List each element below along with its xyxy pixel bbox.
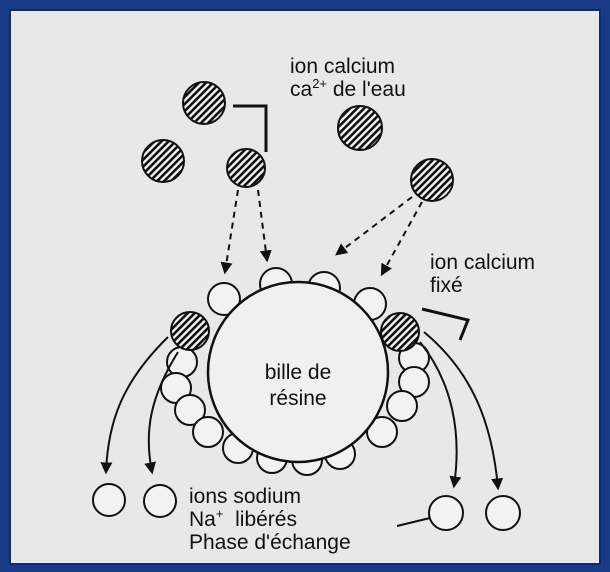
label-ion-calcium-fixe: ion calcium fixé bbox=[430, 251, 535, 297]
label-ion-calcium-fixe-line1: ion calcium bbox=[430, 251, 535, 274]
label-ion-calcium-eau: ion calcium ca2+ de l'eau bbox=[290, 55, 406, 101]
label-ion-calcium-fixe-line2: fixé bbox=[430, 274, 535, 297]
dashed-arrow bbox=[382, 202, 422, 274]
label-phase-echange: Phase d'échange bbox=[189, 531, 351, 554]
release-arrow bbox=[424, 332, 498, 488]
released-sodium-ion bbox=[93, 484, 125, 516]
sodium-ion bbox=[387, 391, 417, 421]
label-ion-calcium-eau-line1: ion calcium bbox=[290, 55, 406, 78]
label-ions-sodium: ions sodium Na+ libérés Phase d'échange bbox=[189, 485, 351, 554]
released-sodium-ion bbox=[486, 496, 520, 530]
label-ion-calcium-eau-line2: ca2+ de l'eau bbox=[290, 78, 406, 101]
dashed-arrows bbox=[225, 190, 422, 274]
label-bille-line2: résine bbox=[250, 386, 346, 412]
dashed-arrow bbox=[225, 190, 238, 272]
release-arrow bbox=[106, 337, 168, 472]
water-calcium-ion bbox=[142, 140, 184, 182]
dashed-arrow bbox=[337, 197, 412, 254]
water-calcium-ion bbox=[227, 149, 265, 187]
diagram-frame: ion calcium ca2+ de l'eau ion calcium fi… bbox=[9, 9, 601, 565]
label-bille-line1: bille de bbox=[250, 360, 346, 386]
water-calcium-ion bbox=[183, 82, 225, 124]
leader-line-phase bbox=[397, 518, 430, 526]
fixed-calcium-ion bbox=[381, 313, 419, 351]
sodium-ion bbox=[193, 417, 223, 447]
label-rest: libérés bbox=[223, 508, 297, 531]
label-ions-sodium-line2: Na+ libérés bbox=[189, 508, 351, 531]
dashed-arrow bbox=[258, 190, 267, 260]
fixed-calcium-ion bbox=[171, 312, 209, 350]
label-rest: de l'eau bbox=[327, 78, 406, 101]
ion-charge: 2+ bbox=[312, 76, 327, 91]
ion-symbol: Na bbox=[189, 508, 216, 531]
label-bille-de-resine: bille de résine bbox=[250, 360, 346, 412]
released-sodium-ion bbox=[144, 485, 176, 517]
water-calcium-ion bbox=[338, 106, 382, 150]
leader-line-water-ion bbox=[233, 106, 266, 152]
label-ions-sodium-line1: ions sodium bbox=[189, 485, 351, 508]
released-sodium-ion bbox=[429, 496, 463, 530]
water-calcium-ion bbox=[411, 159, 453, 201]
ion-symbol: ca bbox=[290, 78, 312, 101]
